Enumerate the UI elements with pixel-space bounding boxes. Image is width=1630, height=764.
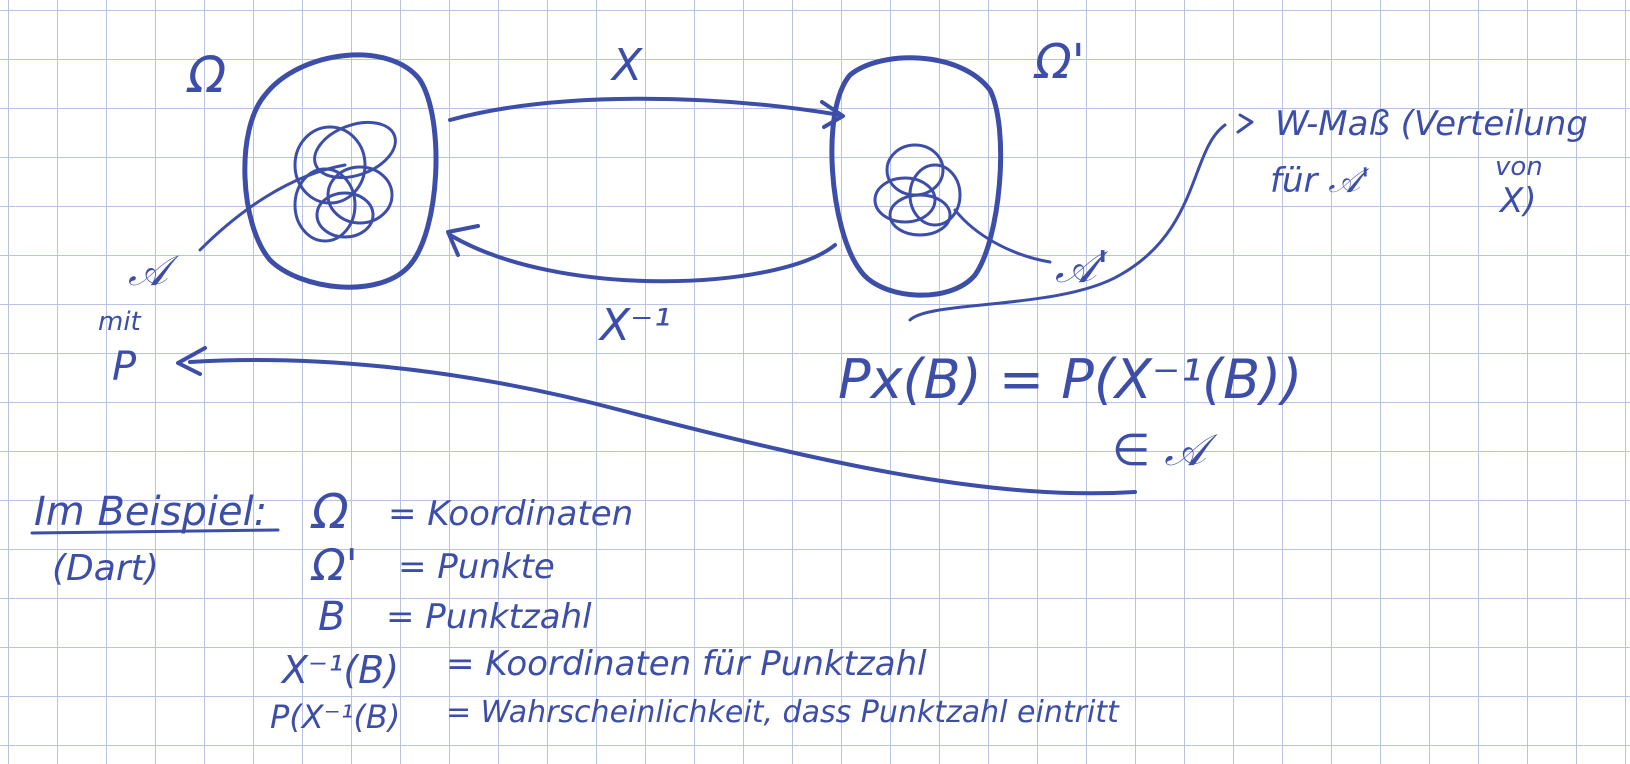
example-row-5-lhs: P(X⁻¹(B) (270, 698, 400, 736)
sigma-right-label: 𝒜' (1055, 242, 1109, 293)
sigma-left-pointer (198, 163, 347, 252)
arrow-x-inverse-head (446, 224, 480, 257)
omega-prime-subsets-scribble (873, 143, 962, 237)
example-heading: Im Beispiel: (34, 489, 267, 535)
distribution-formula: Px(B) = P(X⁻¹(B)) (838, 348, 1302, 411)
w-mass-label: W-Maß (Verteilung (1275, 104, 1588, 144)
example-row-2-lhs: Ω' (310, 540, 358, 591)
example-row-3-lhs: B (318, 594, 345, 640)
w-mass-x: X) (1498, 181, 1537, 221)
sigma-left-label: 𝒜 (128, 246, 179, 295)
w-mass-curve-head (1236, 113, 1254, 134)
heading-underline (30, 528, 280, 535)
example-row-4-rhs: = Koordinaten für Punktzahl (446, 644, 927, 684)
arrow-x-inverse (448, 233, 837, 284)
arrow-x-head (820, 100, 845, 129)
example-row-4-lhs: X⁻¹(B) (280, 648, 399, 692)
example-row-2-rhs: = Punkte (398, 547, 555, 587)
omega-label: Ω (186, 46, 226, 104)
sigma-right-pointer (953, 208, 1052, 264)
long-arrow-to-p (188, 357, 1137, 496)
w-mass-curve (908, 123, 1227, 322)
top-arrow-label: X (610, 40, 643, 91)
omega-subsets-scribble (293, 120, 397, 243)
sigma-left-note-mit: mit (98, 307, 142, 337)
example-row-5-rhs: = Wahrscheinlichkeit, dass Punktzahl ein… (446, 695, 1120, 730)
omega-set-outline (242, 52, 439, 290)
sigma-left-note-p: P (112, 344, 137, 390)
example-row-3-rhs: = Punktzahl (386, 597, 592, 637)
w-mass-line2: für 𝒜' (1270, 161, 1370, 201)
long-arrow-to-p-head (176, 346, 207, 376)
example-subheading: (Dart) (52, 548, 159, 589)
w-mass-von: von (1495, 152, 1543, 182)
example-row-1-rhs: = Koordinaten (388, 494, 633, 534)
omega-prime-set-outline (829, 55, 1004, 298)
arrow-x (448, 96, 842, 122)
example-row-1-lhs: Ω (310, 484, 349, 540)
omega-prime-label: Ω' (1033, 34, 1085, 90)
bottom-arrow-label: X⁻¹ (598, 300, 671, 351)
element-of-sigma: ∈ 𝒜 (1112, 425, 1218, 476)
